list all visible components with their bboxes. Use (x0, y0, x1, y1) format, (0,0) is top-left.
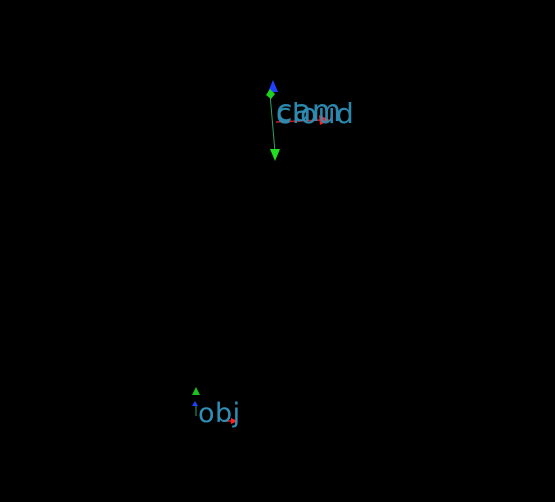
origin-node-icon (266, 89, 275, 99)
obj-y-axis-arrow-icon (192, 387, 200, 395)
obj-z-axis-arrow-icon (192, 401, 198, 406)
frame-label-obj: obj (198, 398, 241, 429)
z-axis-arrow-icon (268, 80, 278, 92)
frame-axes-obj (192, 387, 238, 424)
frame-link-line (269, 93, 276, 153)
frame-label-cam: cam (276, 94, 342, 129)
frame-axes-cam (266, 80, 330, 161)
frame-label-cloud: cloud (276, 97, 355, 130)
x-axis-line (275, 119, 323, 123)
y-axis-arrow-icon (270, 149, 280, 161)
x-axis-arrow-icon (319, 115, 330, 125)
obj-x-axis-arrow-icon (231, 418, 238, 424)
